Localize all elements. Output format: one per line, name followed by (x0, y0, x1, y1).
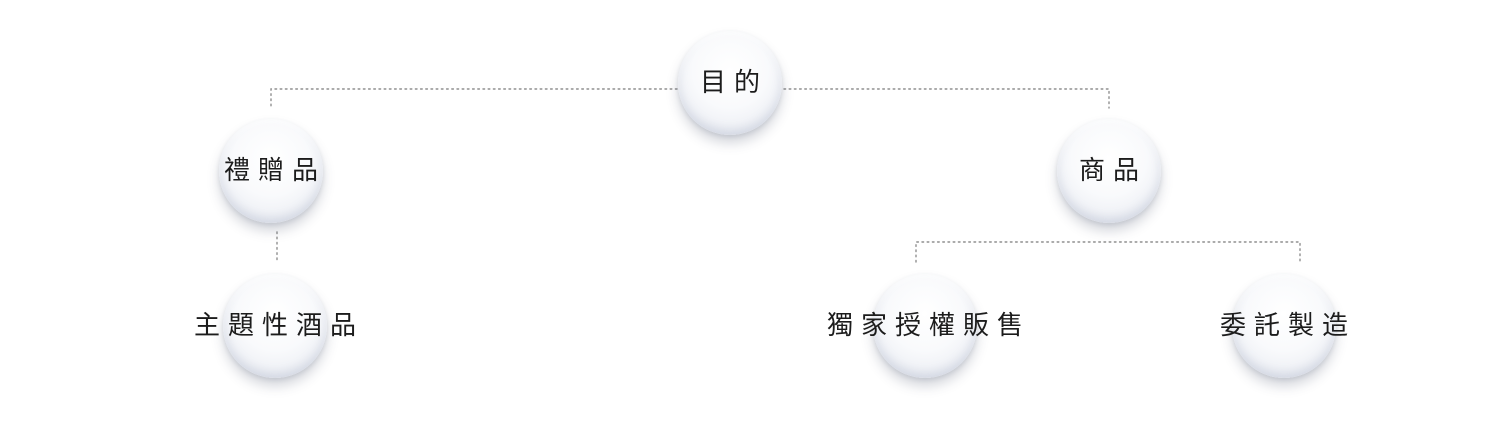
label-root: 目的 (699, 68, 768, 98)
label-oem: 委託製造 (1219, 311, 1356, 341)
label-exclusive-license: 獨家授權販售 (826, 311, 1031, 341)
node-oem: 委託製造 (1220, 274, 1348, 378)
node-exclusive-license: 獨家授權販售 (827, 274, 1023, 378)
bubble-root (678, 31, 782, 135)
bubble-gift (219, 119, 323, 223)
bubble-exclusive-license (873, 274, 977, 378)
connector-product-children (915, 241, 1301, 263)
label-gift: 禮贈品 (223, 156, 326, 186)
label-themed-wine: 主題性酒品 (193, 311, 364, 341)
node-product: 商品 (1057, 119, 1161, 223)
bubble-oem (1232, 274, 1336, 378)
node-themed-wine: 主題性酒品 (194, 274, 356, 378)
bubble-themed-wine (223, 274, 327, 378)
node-root: 目的 (678, 31, 782, 135)
label-product: 商品 (1078, 156, 1147, 186)
bubble-product (1057, 119, 1161, 223)
node-gift: 禮贈品 (219, 119, 323, 223)
